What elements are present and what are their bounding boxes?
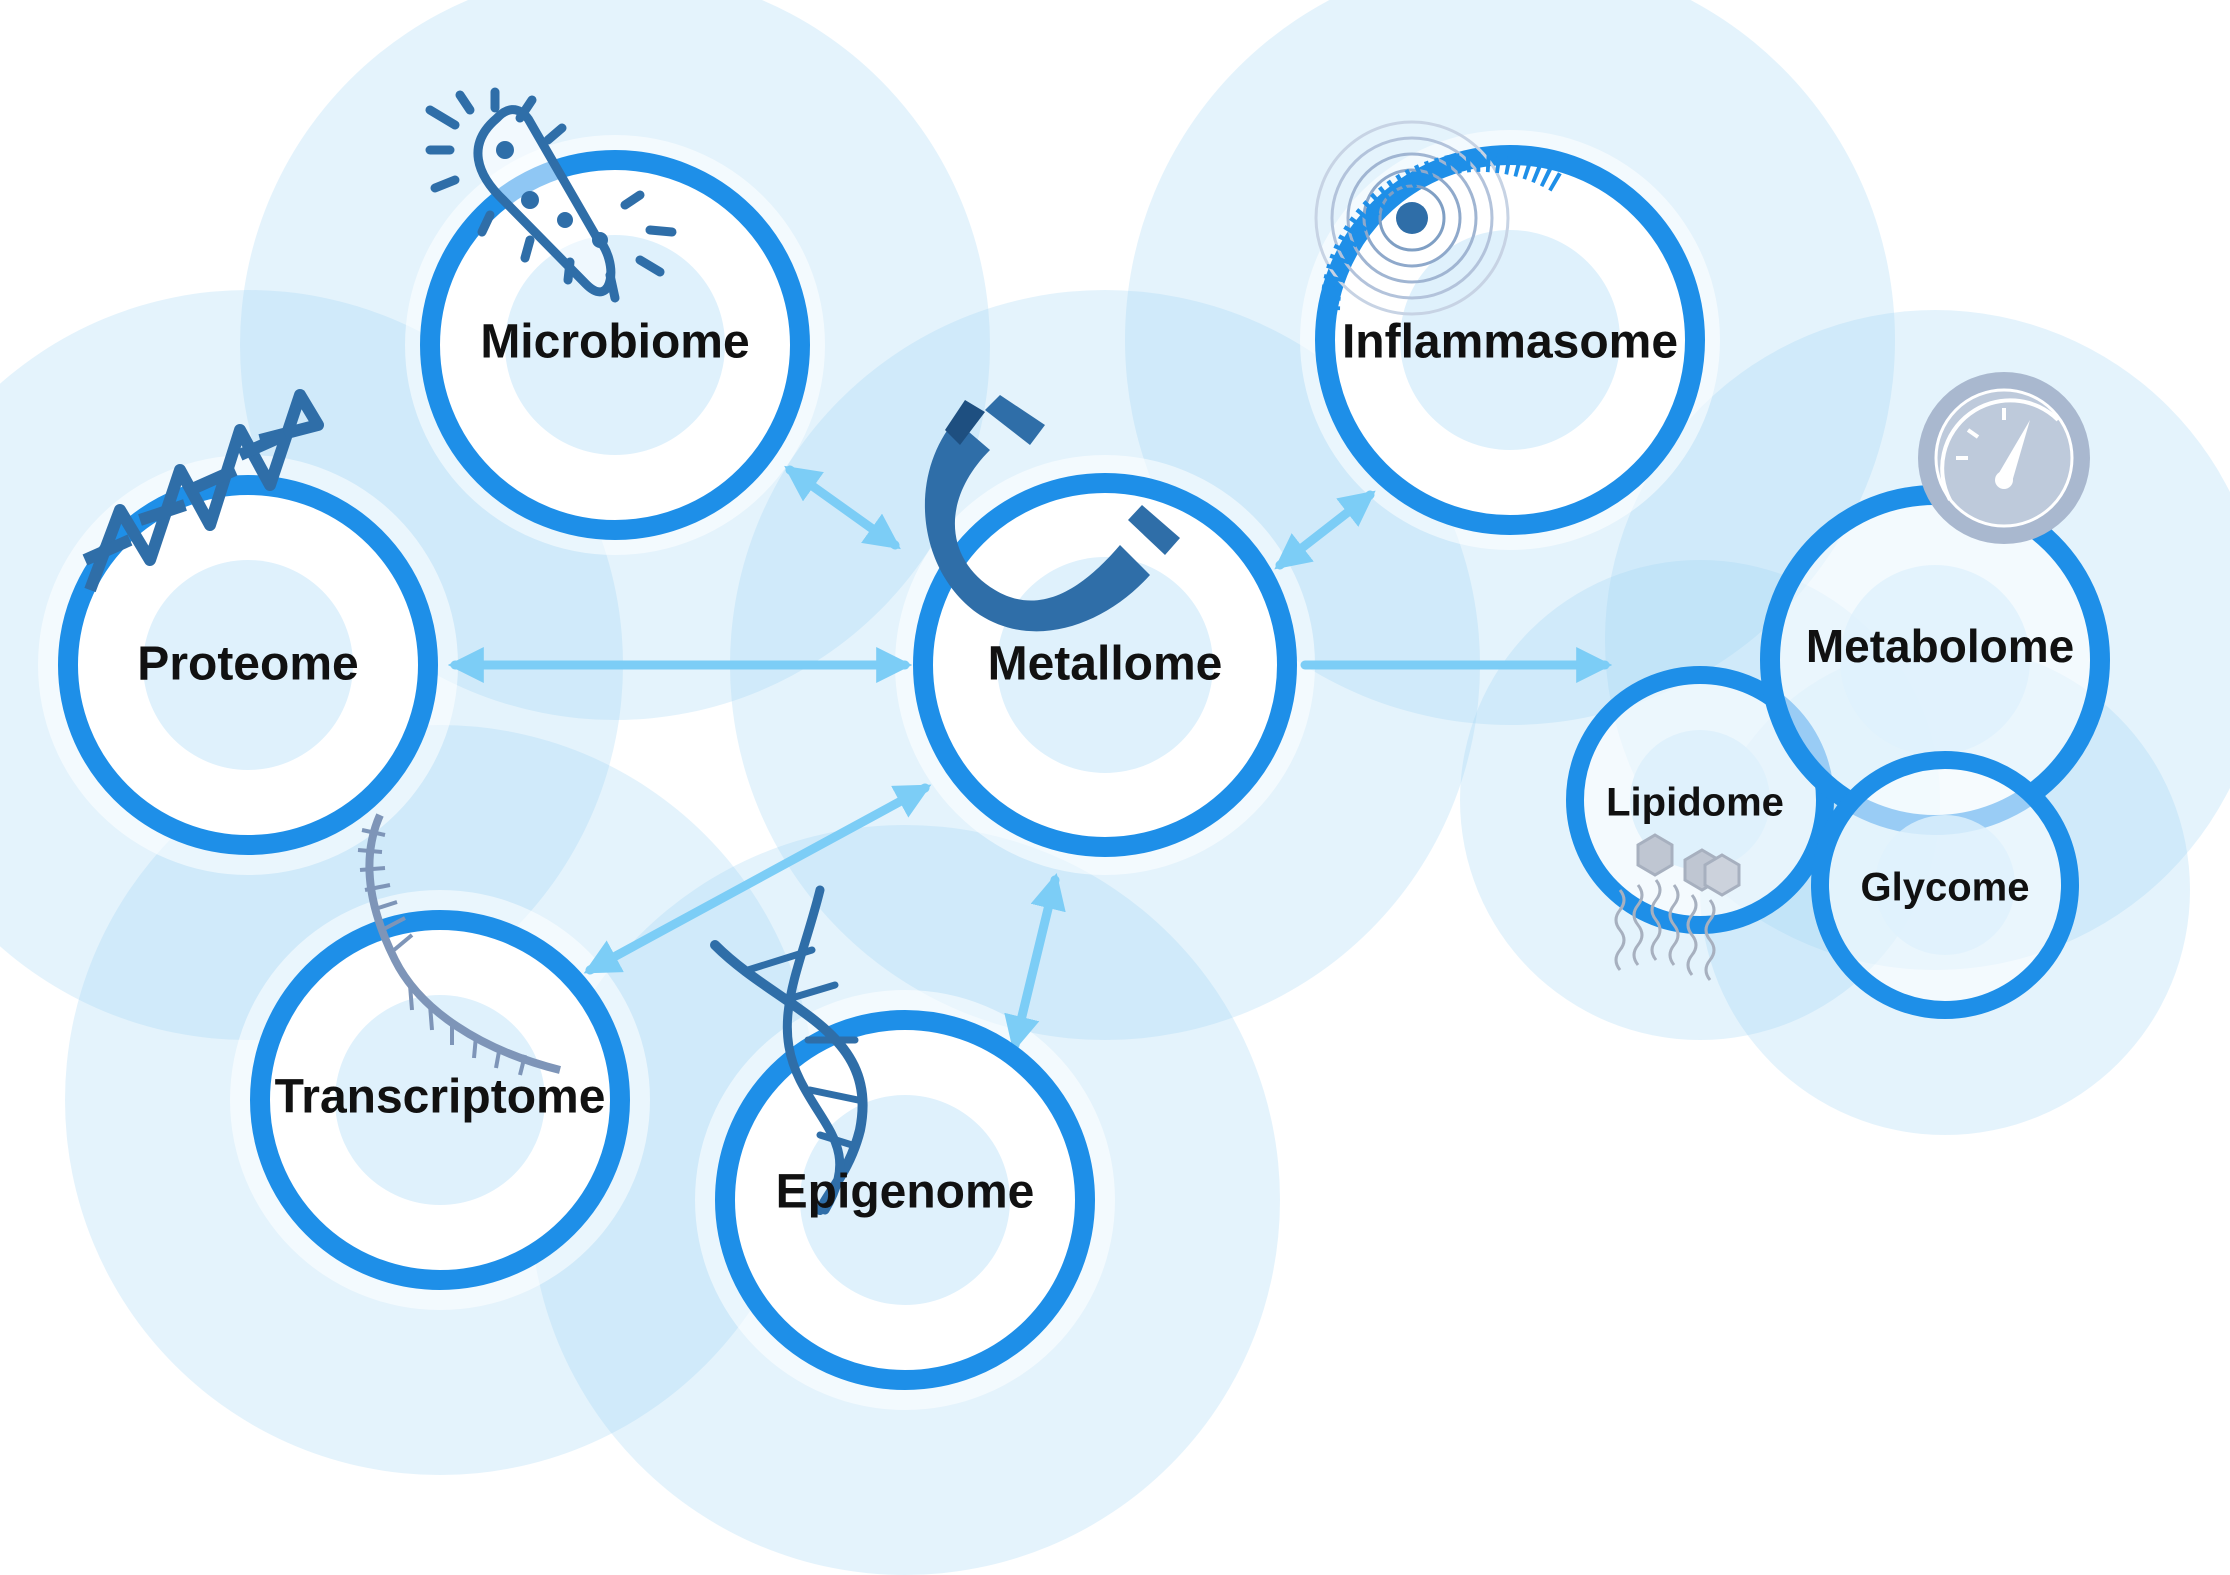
label-epigenome: Epigenome <box>776 1166 1035 1219</box>
magnet-icon <box>924 395 1180 632</box>
inner-lipidome <box>1630 730 1770 870</box>
bacterium-icon <box>425 87 677 303</box>
label-metallome: Metallome <box>988 638 1223 691</box>
inner-glycome <box>1875 815 2015 955</box>
label-microbiome: Microbiome <box>480 316 749 369</box>
arrow-metallome-transcriptome <box>583 783 932 975</box>
label-metabolome: Metabolome <box>1806 620 2074 672</box>
label-proteome: Proteome <box>137 638 358 691</box>
label-glycome: Glycome <box>1861 866 2030 910</box>
rna-strand-icon <box>357 813 561 1076</box>
label-inflammasome: Inflammasome <box>1342 316 1678 369</box>
label-transcriptome: Transcriptome <box>275 1071 606 1124</box>
inner-proteome <box>143 560 353 770</box>
dna-double-helix-icon <box>710 885 868 1215</box>
inner-metabolome <box>1840 565 2030 755</box>
arrow-metallome-inflammasome <box>1274 490 1376 570</box>
node-transcriptome[interactable] <box>250 910 630 1290</box>
node-proteome[interactable] <box>58 475 438 855</box>
inner-microbiome <box>505 235 725 455</box>
arrow-metallome-microbiome <box>784 465 901 550</box>
gauge-icon <box>1918 372 2090 544</box>
arrow-metallome-epigenome <box>1004 873 1066 1052</box>
signal-rings-icon <box>1314 120 1566 316</box>
node-glycome[interactable] <box>1811 751 2079 1019</box>
node-metallome[interactable] <box>913 473 1297 857</box>
connections <box>447 465 1613 1052</box>
icons <box>82 87 2090 1215</box>
lipid-molecules-icon <box>1614 833 1741 981</box>
label-lipidome: Lipidome <box>1606 781 1784 825</box>
labels: Microbiome Inflammasome Proteome Metallo… <box>137 316 2074 1219</box>
protein-helix-icon <box>82 389 324 593</box>
